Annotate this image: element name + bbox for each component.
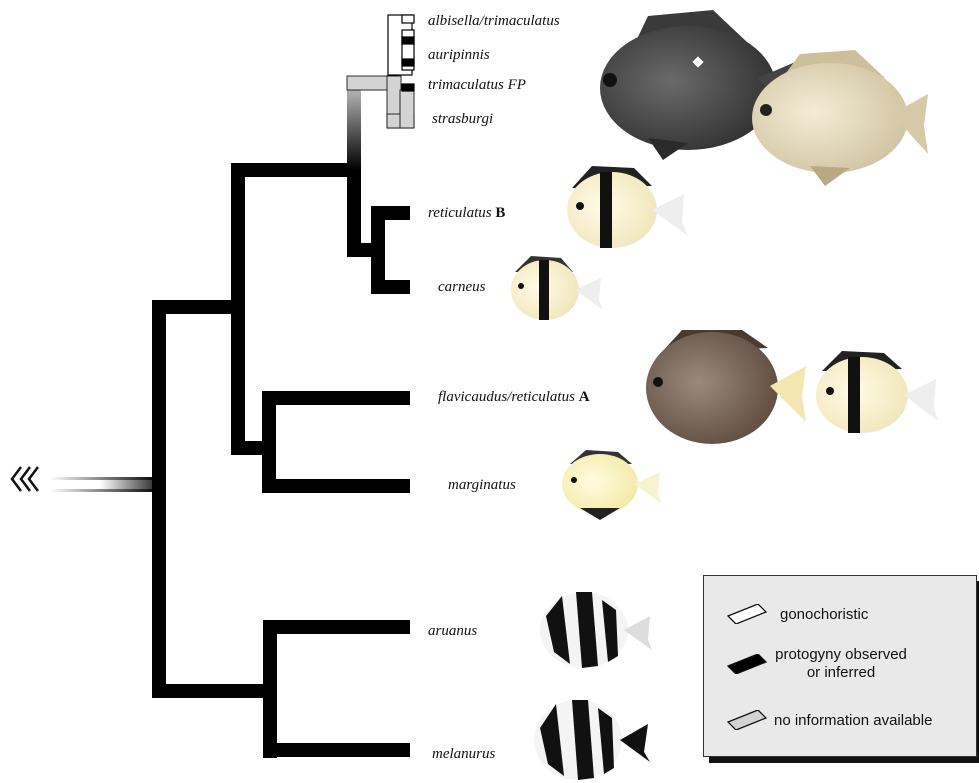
taxon-label-trimaculatus-fp: trimaculatus FP <box>428 76 526 94</box>
taxon-label-auripinnis: auripinnis <box>428 46 490 64</box>
taxon-label-carneus: carneus <box>438 278 486 296</box>
fish-reticulatus-a-image <box>816 351 938 433</box>
legend-label-protogyny-line1: protogyny observed <box>775 646 907 663</box>
taxon-label-flavicaudus: flavicaudus/reticulatus A <box>438 388 590 406</box>
gray-branch-swatch-icon <box>726 710 770 730</box>
fish-reticulatus-image <box>567 166 688 248</box>
taxon-label-marginatus: marginatus <box>448 476 516 494</box>
fish-marginatus-image <box>562 450 662 520</box>
legend-item-unknown: no information available <box>704 702 976 742</box>
white-branch-swatch-icon <box>726 604 770 624</box>
legend-label-gonochoristic: gonochoristic <box>780 606 868 624</box>
fish-aruanus-image <box>540 592 652 668</box>
legend-box: gonochoristic protogyny observed or infe… <box>703 575 977 757</box>
black-branch-swatch-icon <box>726 654 770 674</box>
legend-label-protogyny: protogyny observed or inferred <box>774 646 908 682</box>
root-break-icon <box>12 467 38 491</box>
legend-label-protogyny-line2: or inferred <box>807 664 875 681</box>
legend-item-protogyny: protogyny observed or inferred <box>704 646 976 686</box>
root-stem <box>50 477 158 492</box>
fish-carneus-image <box>511 256 603 320</box>
taxon-label-reticulatus-b: reticulatus B <box>428 204 505 222</box>
fish-flavicaudus-adult-image <box>646 330 806 444</box>
taxon-label-strasburgi: strasburgi <box>432 110 493 128</box>
legend-item-gonochoristic: gonochoristic <box>704 596 976 636</box>
tree-branches <box>152 163 410 758</box>
taxon-label-albisella: albisella/trimaculatus <box>428 12 560 30</box>
legend-label-unknown: no information available <box>774 712 932 730</box>
fish-melanurus-image <box>534 700 650 780</box>
taxon-label-melanurus: melanurus <box>432 745 495 763</box>
taxon-label-aruanus: aruanus <box>428 622 477 640</box>
